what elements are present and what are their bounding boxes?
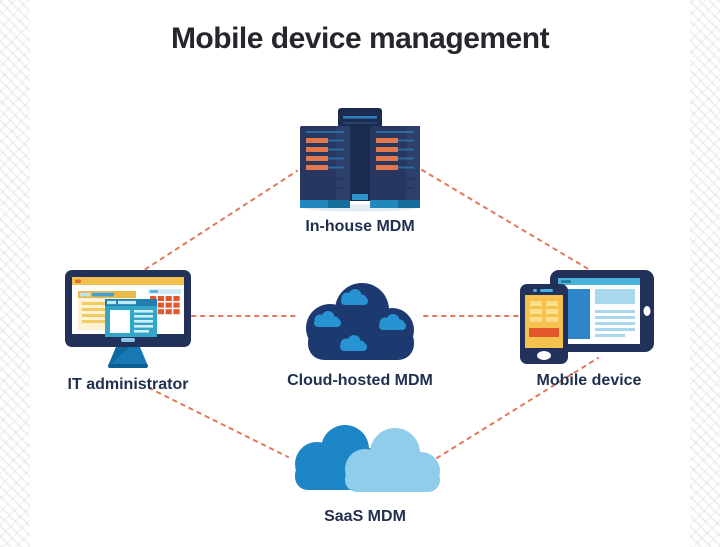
- two-clouds-icon: [295, 425, 440, 492]
- node-label-admin: IT administrator: [67, 376, 189, 393]
- node-label-cloud: Cloud-hosted MDM: [287, 372, 433, 389]
- page-title: Mobile device management: [170, 22, 550, 55]
- desktop-monitor-icon: [65, 270, 191, 368]
- node-it-administrator: IT administrator: [58, 268, 198, 394]
- edge-admin-inhouse: [137, 170, 298, 275]
- edge-admin-saas: [148, 387, 289, 458]
- dark-cloud-icon: [306, 283, 414, 360]
- right-edge-texture: [690, 0, 720, 547]
- edge-inhouse-mobile: [421, 169, 601, 277]
- node-inhouse-mdm: In-house MDM: [296, 108, 424, 236]
- node-saas-mdm: SaaS MDM: [283, 422, 447, 526]
- node-mobile-device: Mobile device: [514, 264, 664, 390]
- node-label-saas: SaaS MDM: [324, 508, 406, 525]
- left-edge-texture: [0, 0, 30, 547]
- phone-and-tablet-icon: [520, 270, 654, 364]
- node-label-inhouse: In-house MDM: [305, 218, 415, 235]
- server-rack-icon: [300, 108, 420, 212]
- node-label-mobile: Mobile device: [536, 372, 642, 389]
- node-cloud-hosted-mdm: Cloud-hosted MDM: [287, 276, 433, 390]
